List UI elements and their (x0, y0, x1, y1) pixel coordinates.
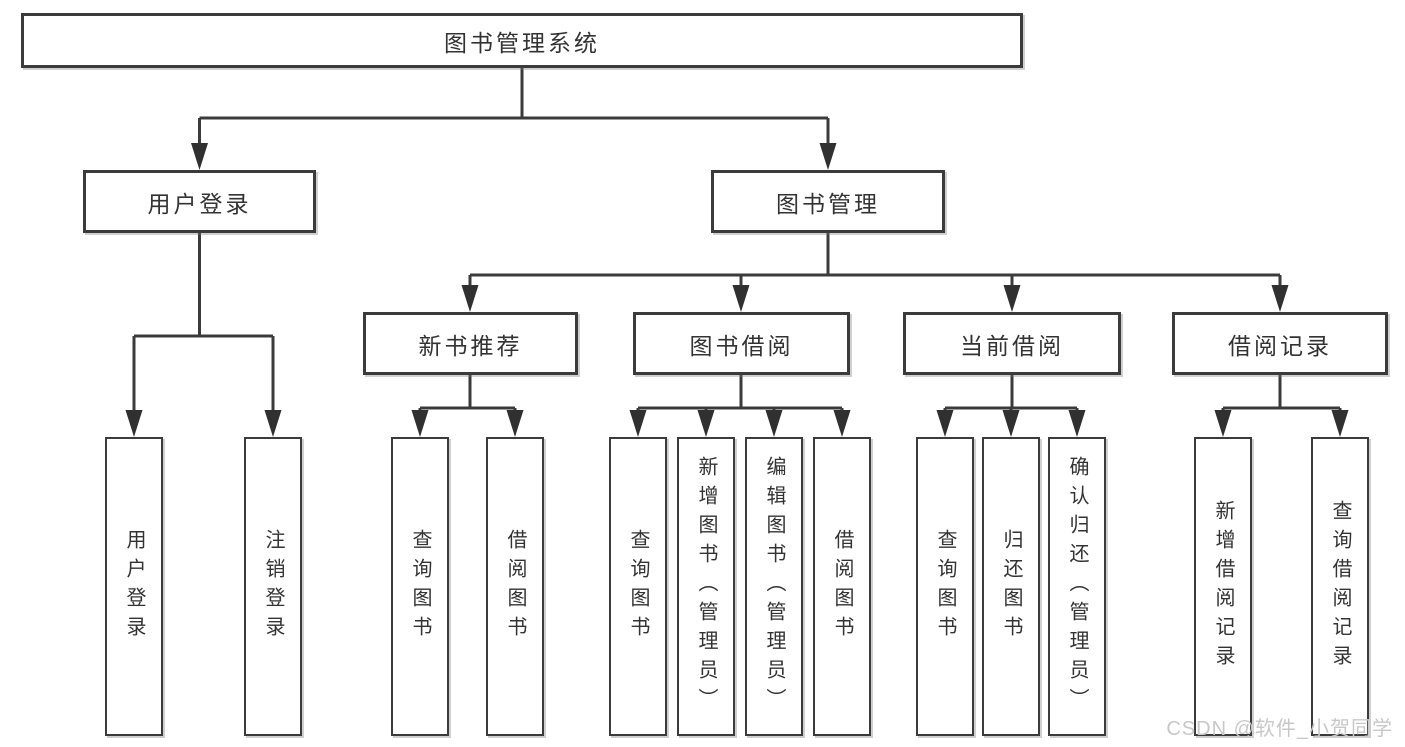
node-label: 用户登录 (123, 528, 145, 645)
node-label: 借阅图书 (504, 528, 526, 645)
node-label: 图书借阅 (689, 332, 794, 359)
leaf-return-books: 归还图书 (982, 437, 1040, 736)
node-label: 当前借阅 (960, 332, 1064, 359)
leaf-borrow-books-borrow: 借阅图书 (813, 437, 871, 736)
leaf-query-books-borrow: 查询图书 (609, 437, 667, 736)
node-label: 查询图书 (934, 528, 956, 645)
node-label: 新增借阅记录 (1212, 499, 1234, 674)
node-label: 图书管理系统 (444, 29, 600, 56)
node-new-book-recommend: 新书推荐 (363, 312, 578, 375)
node-label: 确认归还（管理员） (1066, 456, 1088, 717)
node-label: 新书推荐 (418, 332, 523, 359)
node-label: 借阅图书 (831, 528, 853, 645)
node-label: 查询图书 (627, 528, 649, 645)
node-label: 查询借阅记录 (1329, 499, 1351, 674)
node-book-borrow: 图书借阅 (633, 312, 850, 375)
node-book-management: 图书管理 (711, 170, 945, 233)
leaf-add-books-admin: 新增图书（管理员） (677, 437, 735, 736)
csdn-watermark: CSDN @软件_小贺同学 (1166, 718, 1393, 740)
node-label: 查询图书 (409, 528, 431, 645)
leaf-borrow-books-newrec: 借阅图书 (486, 437, 544, 736)
node-root-system: 图书管理系统 (21, 13, 1023, 68)
node-borrow-records: 借阅记录 (1172, 312, 1388, 375)
node-label: 图书管理 (776, 190, 880, 217)
node-user-login-group: 用户登录 (83, 170, 316, 233)
node-label: 新增图书（管理员） (695, 456, 717, 717)
leaf-logout-login: 注销登录 (244, 437, 302, 736)
node-current-borrow: 当前借阅 (903, 312, 1121, 375)
node-label: 借阅记录 (1228, 332, 1332, 359)
leaf-confirm-return-admin: 确认归还（管理员） (1048, 437, 1106, 736)
node-label: 归还图书 (1000, 528, 1022, 645)
leaf-user-login: 用户登录 (105, 437, 163, 736)
node-label: 编辑图书（管理员） (763, 456, 785, 717)
leaf-query-books-current: 查询图书 (916, 437, 974, 736)
leaf-edit-books-admin: 编辑图书（管理员） (745, 437, 803, 736)
node-label: 用户登录 (147, 190, 252, 217)
leaf-add-borrow-record: 新增借阅记录 (1194, 437, 1252, 736)
leaf-query-books-newrec: 查询图书 (391, 437, 449, 736)
node-label: 注销登录 (262, 528, 284, 645)
leaf-query-borrow-record: 查询借阅记录 (1311, 437, 1369, 736)
